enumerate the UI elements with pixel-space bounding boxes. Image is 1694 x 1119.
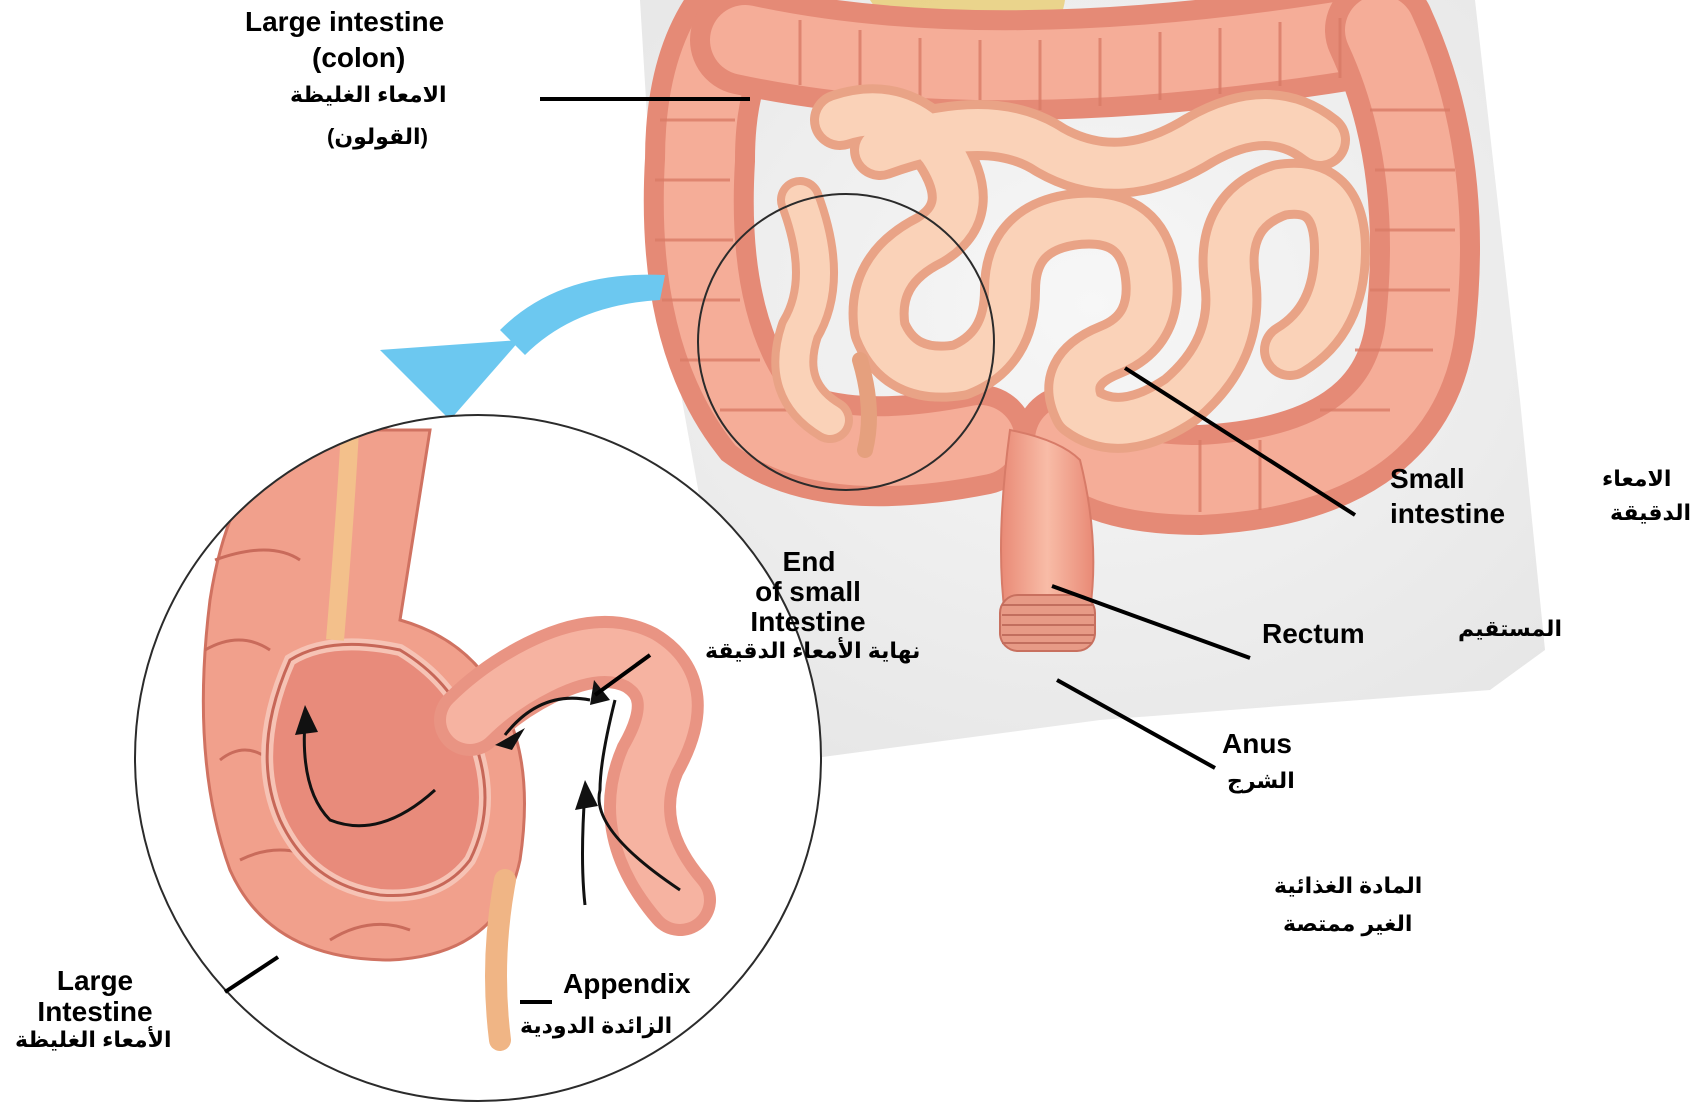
label-unabsorbed-ar-1: المادة الغذائية: [1274, 875, 1422, 897]
label-end-small-en-3: Intestine: [738, 608, 878, 636]
label-rectum-en: Rectum: [1262, 620, 1365, 648]
label-appendix-en: Appendix: [563, 970, 691, 998]
label-small-en-1: Small: [1390, 465, 1465, 493]
label-appendix-ar: الزائدة الدودية: [520, 1015, 672, 1037]
appendix-inset: [496, 880, 505, 1040]
label-large-inset-en-1: Large: [20, 967, 170, 995]
label-large-colon-ar-2: (القولون): [327, 126, 428, 148]
label-rectum-ar: المستقيم: [1458, 618, 1562, 640]
zoom-arrow: [380, 275, 665, 420]
label-small-en-2: intestine: [1390, 500, 1505, 528]
label-end-small-ar: نهاية الأمعاء الدقيقة: [705, 640, 920, 662]
label-anus-en: Anus: [1222, 730, 1292, 758]
label-anus-ar: الشرج: [1227, 770, 1295, 792]
label-end-small-en-2: of small: [738, 578, 878, 606]
label-large-colon-en-1: Large intestine: [245, 8, 444, 36]
label-large-inset-en-2: Intestine: [20, 998, 170, 1026]
label-small-ar-1: الامعاء: [1602, 468, 1671, 490]
label-small-ar-2: الدقيقة: [1610, 502, 1691, 524]
label-large-colon-en-2: (colon): [312, 44, 405, 72]
label-large-colon-ar-1: الامعاء الغليظة: [290, 84, 447, 106]
label-unabsorbed-ar-2: الغير ممتصة: [1283, 913, 1412, 935]
appendix-main: [860, 360, 869, 450]
rectum: [1000, 430, 1095, 651]
label-large-inset-ar: الأمعاء الغليظة: [15, 1029, 172, 1051]
label-end-small-en-1: End: [779, 548, 839, 576]
